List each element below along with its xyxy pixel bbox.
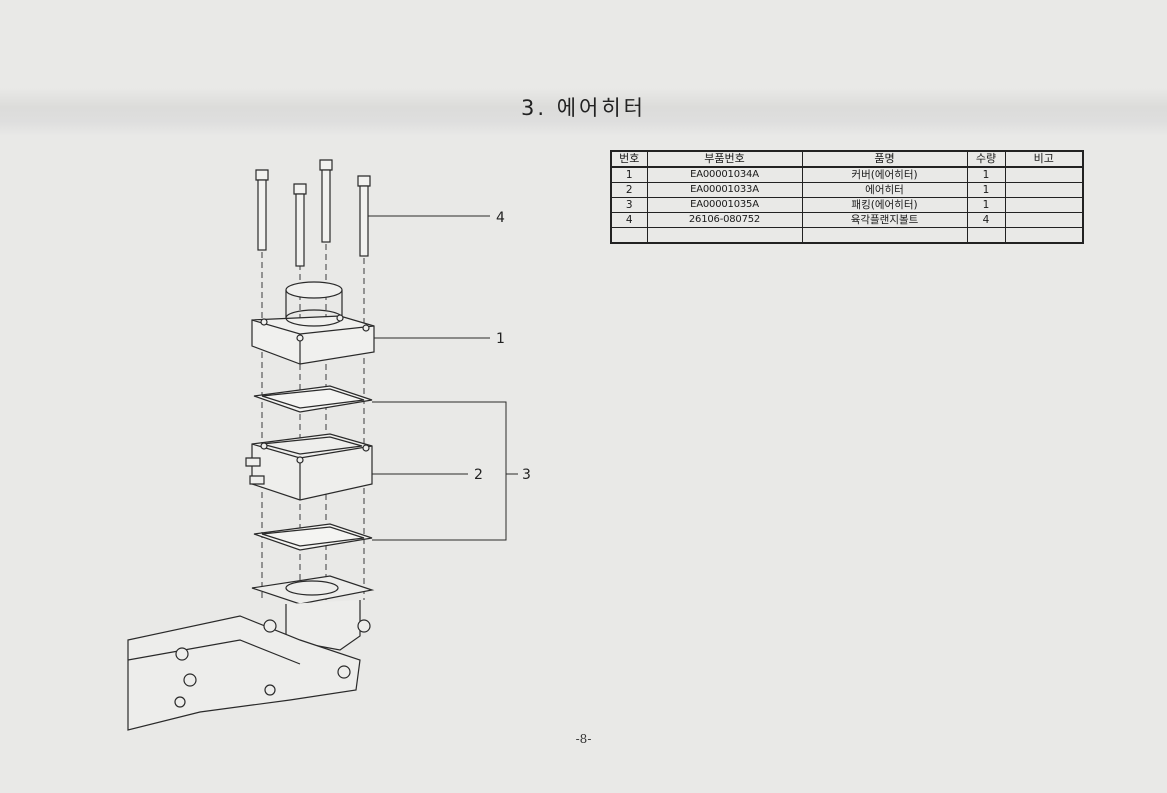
air-heater-body xyxy=(245,433,373,501)
air-heater-cover xyxy=(251,281,375,365)
table-header-row: 번호 부품번호 품명 수량 비고 xyxy=(610,150,1084,168)
cell-no xyxy=(610,227,648,244)
cell-no: 4 xyxy=(610,212,648,228)
cell-no: 2 xyxy=(610,182,648,198)
cell-name: 커버(에어히터) xyxy=(801,166,968,183)
table-row: 4 26106-080752 육각플랜지볼트 4 xyxy=(610,212,1084,228)
gasket-top xyxy=(253,385,373,413)
section-title: 3. 에어히터 xyxy=(521,96,646,120)
cell-qty: 1 xyxy=(966,197,1006,213)
cell-part-no: EA00001034A xyxy=(646,166,803,183)
table-row: 3 EA00001035A 패킹(에어히터) 1 xyxy=(610,197,1084,213)
callout-3: 3 xyxy=(522,467,531,483)
gasket-bottom xyxy=(253,523,373,551)
cell-name xyxy=(801,227,968,244)
table-row xyxy=(610,227,1084,244)
table-row: 2 EA00001033A 에어히터 1 xyxy=(610,182,1084,198)
intake-manifold xyxy=(127,575,375,731)
cell-part-no: 26106-080752 xyxy=(646,212,803,228)
title-band xyxy=(0,88,1167,136)
callout-2: 2 xyxy=(474,467,483,483)
cell-name: 에어히터 xyxy=(801,182,968,198)
cell-part-no: EA00001035A xyxy=(646,197,803,213)
parts-table: 번호 부품번호 품명 수량 비고 1 EA00001034A 커버(에어히터) … xyxy=(610,150,1084,244)
callout-4: 4 xyxy=(496,210,505,226)
cell-remark xyxy=(1004,182,1084,198)
cell-qty: 1 xyxy=(966,182,1006,198)
exploded-view-diagram: 4 1 2 3 xyxy=(127,159,531,731)
cell-remark xyxy=(1004,197,1084,213)
cell-qty xyxy=(966,227,1006,244)
table-row: 1 EA00001034A 커버(에어히터) 1 xyxy=(610,166,1084,183)
callout-leaders xyxy=(368,215,518,541)
cell-remark xyxy=(1004,166,1084,183)
cell-name: 패킹(에어히터) xyxy=(801,197,968,213)
callout-1: 1 xyxy=(496,331,505,347)
cell-part-no xyxy=(646,227,803,244)
cell-no: 1 xyxy=(610,166,648,183)
cell-part-no: EA00001033A xyxy=(646,182,803,198)
cell-remark xyxy=(1004,212,1084,228)
cell-name: 육각플랜지볼트 xyxy=(801,212,968,228)
cell-qty: 1 xyxy=(966,166,1006,183)
page-number: -8- xyxy=(575,732,592,746)
cell-qty: 4 xyxy=(966,212,1006,228)
header-qty: 수량 xyxy=(966,150,1006,168)
header-part-no: 부품번호 xyxy=(646,150,803,168)
header-no: 번호 xyxy=(610,150,648,168)
flange-bolt-icon xyxy=(255,159,371,267)
header-remark: 비고 xyxy=(1004,150,1084,168)
cell-remark xyxy=(1004,227,1084,244)
cell-no: 3 xyxy=(610,197,648,213)
header-name: 품명 xyxy=(801,150,968,168)
